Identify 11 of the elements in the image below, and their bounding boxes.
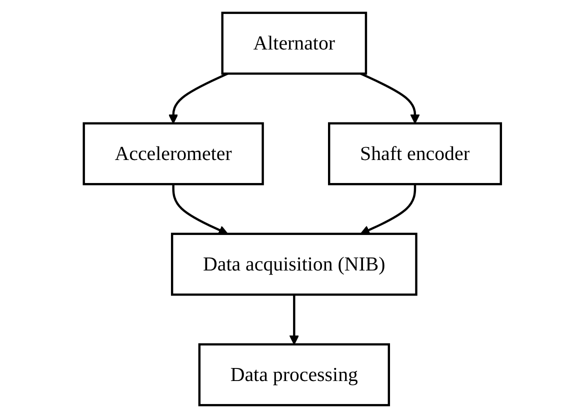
node-box: [328, 122, 502, 186]
arrow: [168, 72, 228, 124]
flowchart: Alternator Accelerometer Shaft encoder Data acquisition (NIB) Data processing: [75, 4, 510, 414]
arrow: [172, 184, 228, 235]
arrow: [360, 72, 420, 124]
node-box: [198, 343, 390, 406]
node-box: [171, 232, 418, 296]
arrow: [360, 184, 416, 235]
arrow: [289, 294, 300, 345]
node-box: [221, 12, 368, 75]
node-box: [82, 122, 264, 186]
